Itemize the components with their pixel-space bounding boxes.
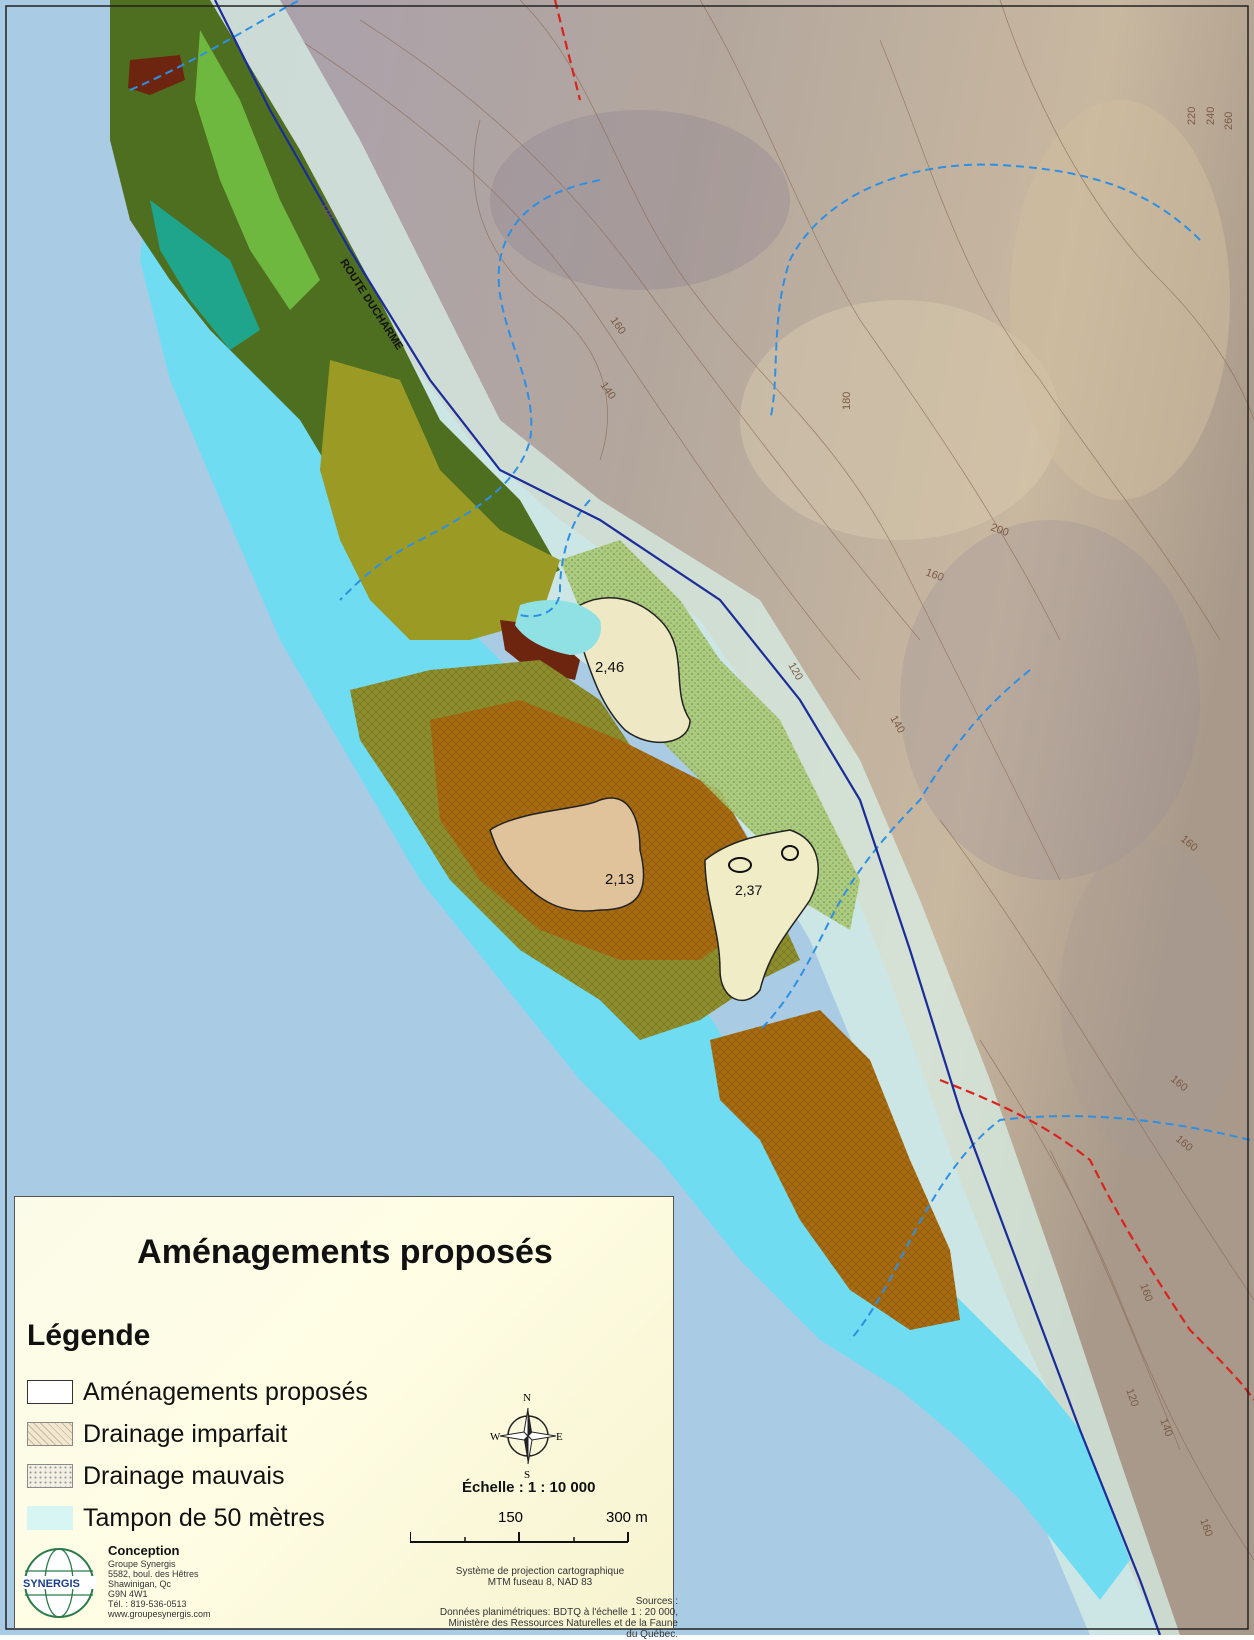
area-label: 2,37 [735,882,762,898]
sources-note: Sources : Données planimétriques: BDTQ à… [408,1596,678,1640]
sources-line: Données planimétriques: BDTQ à l'échelle… [408,1607,678,1618]
legend-swatch-imperfect [27,1422,73,1446]
ridge-shade [900,520,1200,880]
compass-rose-icon: N S W E [490,1390,566,1480]
ridge-shade [1060,840,1240,1160]
conception-line: Shawinigan, Qc [108,1579,171,1589]
map-title: Aménagements proposés [15,1233,675,1272]
area-label: 2,46 [595,659,624,676]
legend-heading: Légende [27,1319,150,1353]
conception-line: Groupe Synergis [108,1559,176,1569]
legend-label: Drainage imparfait [83,1420,287,1449]
conception-line: Tél. : 819-536-0513 [108,1599,187,1609]
legend-swatch-proposed [27,1380,73,1404]
legend-swatch-poor [27,1464,73,1488]
legend-item: Drainage imparfait [27,1419,287,1449]
conception-line: 5582, boul. des Hêtres [108,1569,199,1579]
contour-label: 220 [1186,107,1198,125]
area-label: 2,13 [605,871,634,888]
projection-line: MTM fuseau 8, NAD 83 [400,1577,680,1588]
legend-item: Drainage mauvais [27,1461,285,1491]
contour-label: 180 [841,392,853,410]
conception-title: Conception [108,1543,180,1558]
conception-line: www.groupesynergis.com [108,1609,211,1619]
legend-label: Tampon de 50 mètres [83,1504,325,1533]
legend-item: Aménagements proposés [27,1377,368,1407]
legend-label: Aménagements proposés [83,1378,368,1407]
scale-label: Échelle : 1 : 10 000 [462,1479,595,1496]
projection-note: Système de projection cartographique MTM… [400,1566,680,1588]
projection-line: Système de projection cartographique [400,1566,680,1577]
legend-swatch-buffer [27,1506,73,1530]
ridge-shade [1010,100,1230,500]
contour-label: 240 [1205,107,1217,125]
legend-item: Tampon de 50 mètres [27,1503,325,1533]
contour-label: 260 [1223,112,1235,130]
ridge-shade [490,110,790,290]
legend-label: Drainage mauvais [83,1462,285,1491]
sources-line: Ministère des Ressources Naturelles et d… [408,1618,678,1629]
sources-line: Sources : [408,1596,678,1607]
logo-text: SYNERGIS [23,1578,80,1590]
compass-north: N [523,1392,531,1404]
conception-line: G9N 4W1 [108,1589,148,1599]
scalebar-label: 300 m [606,1509,648,1526]
scalebar-label: 150 [498,1509,523,1526]
compass-west: W [490,1431,501,1443]
synergis-logo-icon: SYNERGIS [20,1543,98,1625]
scale-bar: 0 150 300 m [410,1506,650,1562]
compass-east: E [556,1431,563,1443]
